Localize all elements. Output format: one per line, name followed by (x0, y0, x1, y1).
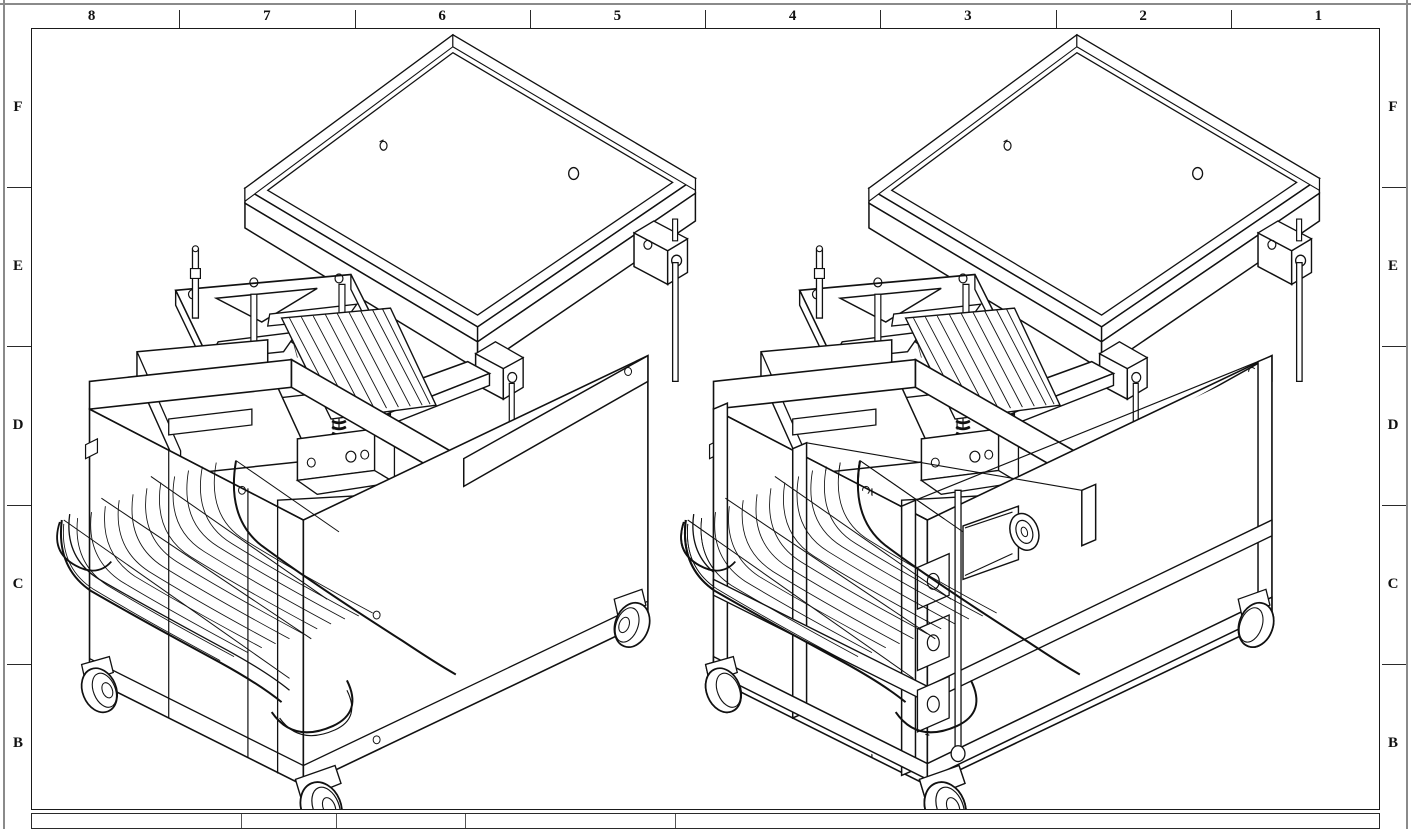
sheet-edge-top (0, 3, 1411, 5)
zone-column-6: 6 (438, 8, 446, 24)
zone-column-4: 4 (788, 8, 797, 24)
view-right-assembly (679, 33, 1321, 809)
zone-row-left-D: D (12, 417, 24, 433)
zone-column-1: 1 (1314, 8, 1323, 24)
zone-ruler-top: 8 7 6 5 4 3 2 1 (4, 5, 1406, 28)
sheet-edge-left (3, 0, 5, 829)
zone-row-left-B: B (12, 735, 23, 751)
zone-tick-vertical (529, 10, 531, 28)
zone-tick-horizontal (1382, 664, 1406, 666)
title-block (31, 813, 1380, 829)
zone-tick-horizontal (7, 664, 31, 666)
zone-ruler-left: F E D C B (4, 28, 32, 823)
sheet-edge-right (1406, 0, 1408, 829)
zone-tick-horizontal (1382, 346, 1406, 348)
zone-tick-vertical (1055, 10, 1057, 28)
zone-row-right-C: C (1387, 576, 1399, 592)
zone-row-right-D: D (1387, 417, 1399, 433)
zone-column-5: 5 (613, 8, 622, 24)
zone-column-7: 7 (263, 8, 271, 24)
title-block-cell-1 (32, 814, 242, 828)
zone-column-3: 3 (964, 8, 972, 24)
title-block-cell-3 (337, 814, 467, 828)
zone-tick-horizontal (1382, 505, 1406, 507)
isometric-views-canvas (55, 33, 1321, 809)
zone-row-right-E: E (1387, 258, 1398, 274)
zone-tick-horizontal (1382, 187, 1406, 189)
title-block-cell-4 (466, 814, 677, 828)
zone-column-2: 2 (1139, 8, 1147, 24)
zone-tick-vertical (705, 10, 707, 28)
zone-tick-horizontal (7, 187, 31, 189)
zone-row-right-B: B (1387, 735, 1398, 751)
zone-row-left-C: C (12, 576, 24, 592)
zone-row-right-F: F (1388, 99, 1398, 115)
drawing-frame (31, 28, 1380, 810)
zone-row-left-E: E (12, 258, 23, 274)
zone-ruler-right: F E D C B (1379, 28, 1407, 823)
zone-tick-vertical (354, 10, 356, 28)
zone-tick-vertical (179, 10, 181, 28)
view-left-assembly (55, 33, 697, 809)
zone-row-left-F: F (13, 99, 23, 115)
zone-tick-vertical (1230, 10, 1232, 28)
title-block-cell-2 (242, 814, 337, 828)
zone-tick-horizontal (7, 505, 31, 507)
zone-tick-horizontal (7, 346, 31, 348)
zone-column-8: 8 (87, 8, 96, 24)
zone-tick-vertical (880, 10, 882, 28)
title-block-cell-5 (676, 814, 1379, 828)
